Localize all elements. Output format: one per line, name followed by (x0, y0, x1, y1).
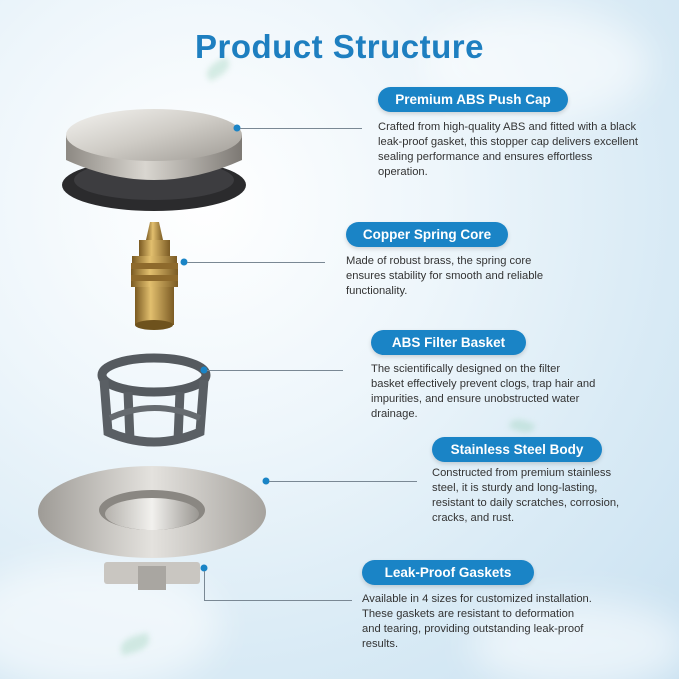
leader-line-gaskets (204, 600, 352, 601)
description-push-cap: Crafted from high-quality ABS and fitted… (378, 121, 638, 178)
description-spring-core: Made of robust brass, the spring core en… (346, 255, 544, 297)
leader-line-gaskets-vertical (204, 571, 205, 600)
leader-line-filter-basket (207, 370, 343, 371)
label-spring-core: Copper Spring Core (346, 222, 508, 247)
description-filter-basket: The scientifically designed on the filte… (371, 363, 596, 420)
label-filter-basket: ABS Filter Basket (371, 330, 526, 355)
description-steel-body: Constructed from premium stainless steel… (432, 467, 620, 524)
leader-line-spring-core (187, 262, 325, 263)
steel-body-image (38, 466, 266, 590)
label-steel-body: Stainless Steel Body (432, 437, 602, 462)
leader-line-steel-body (269, 481, 417, 482)
spring-core-image (131, 222, 178, 330)
page-title: Product Structure (194, 28, 485, 65)
label-push-cap: Premium ABS Push Cap (378, 87, 568, 112)
leader-line-push-cap (240, 128, 362, 129)
background-cloud (470, 600, 679, 679)
push-cap-image (62, 109, 246, 211)
label-gaskets: Leak-Proof Gaskets (362, 560, 534, 585)
description-gaskets: Available in 4 sizes for customized inst… (362, 593, 592, 650)
filter-basket-image (97, 353, 211, 447)
